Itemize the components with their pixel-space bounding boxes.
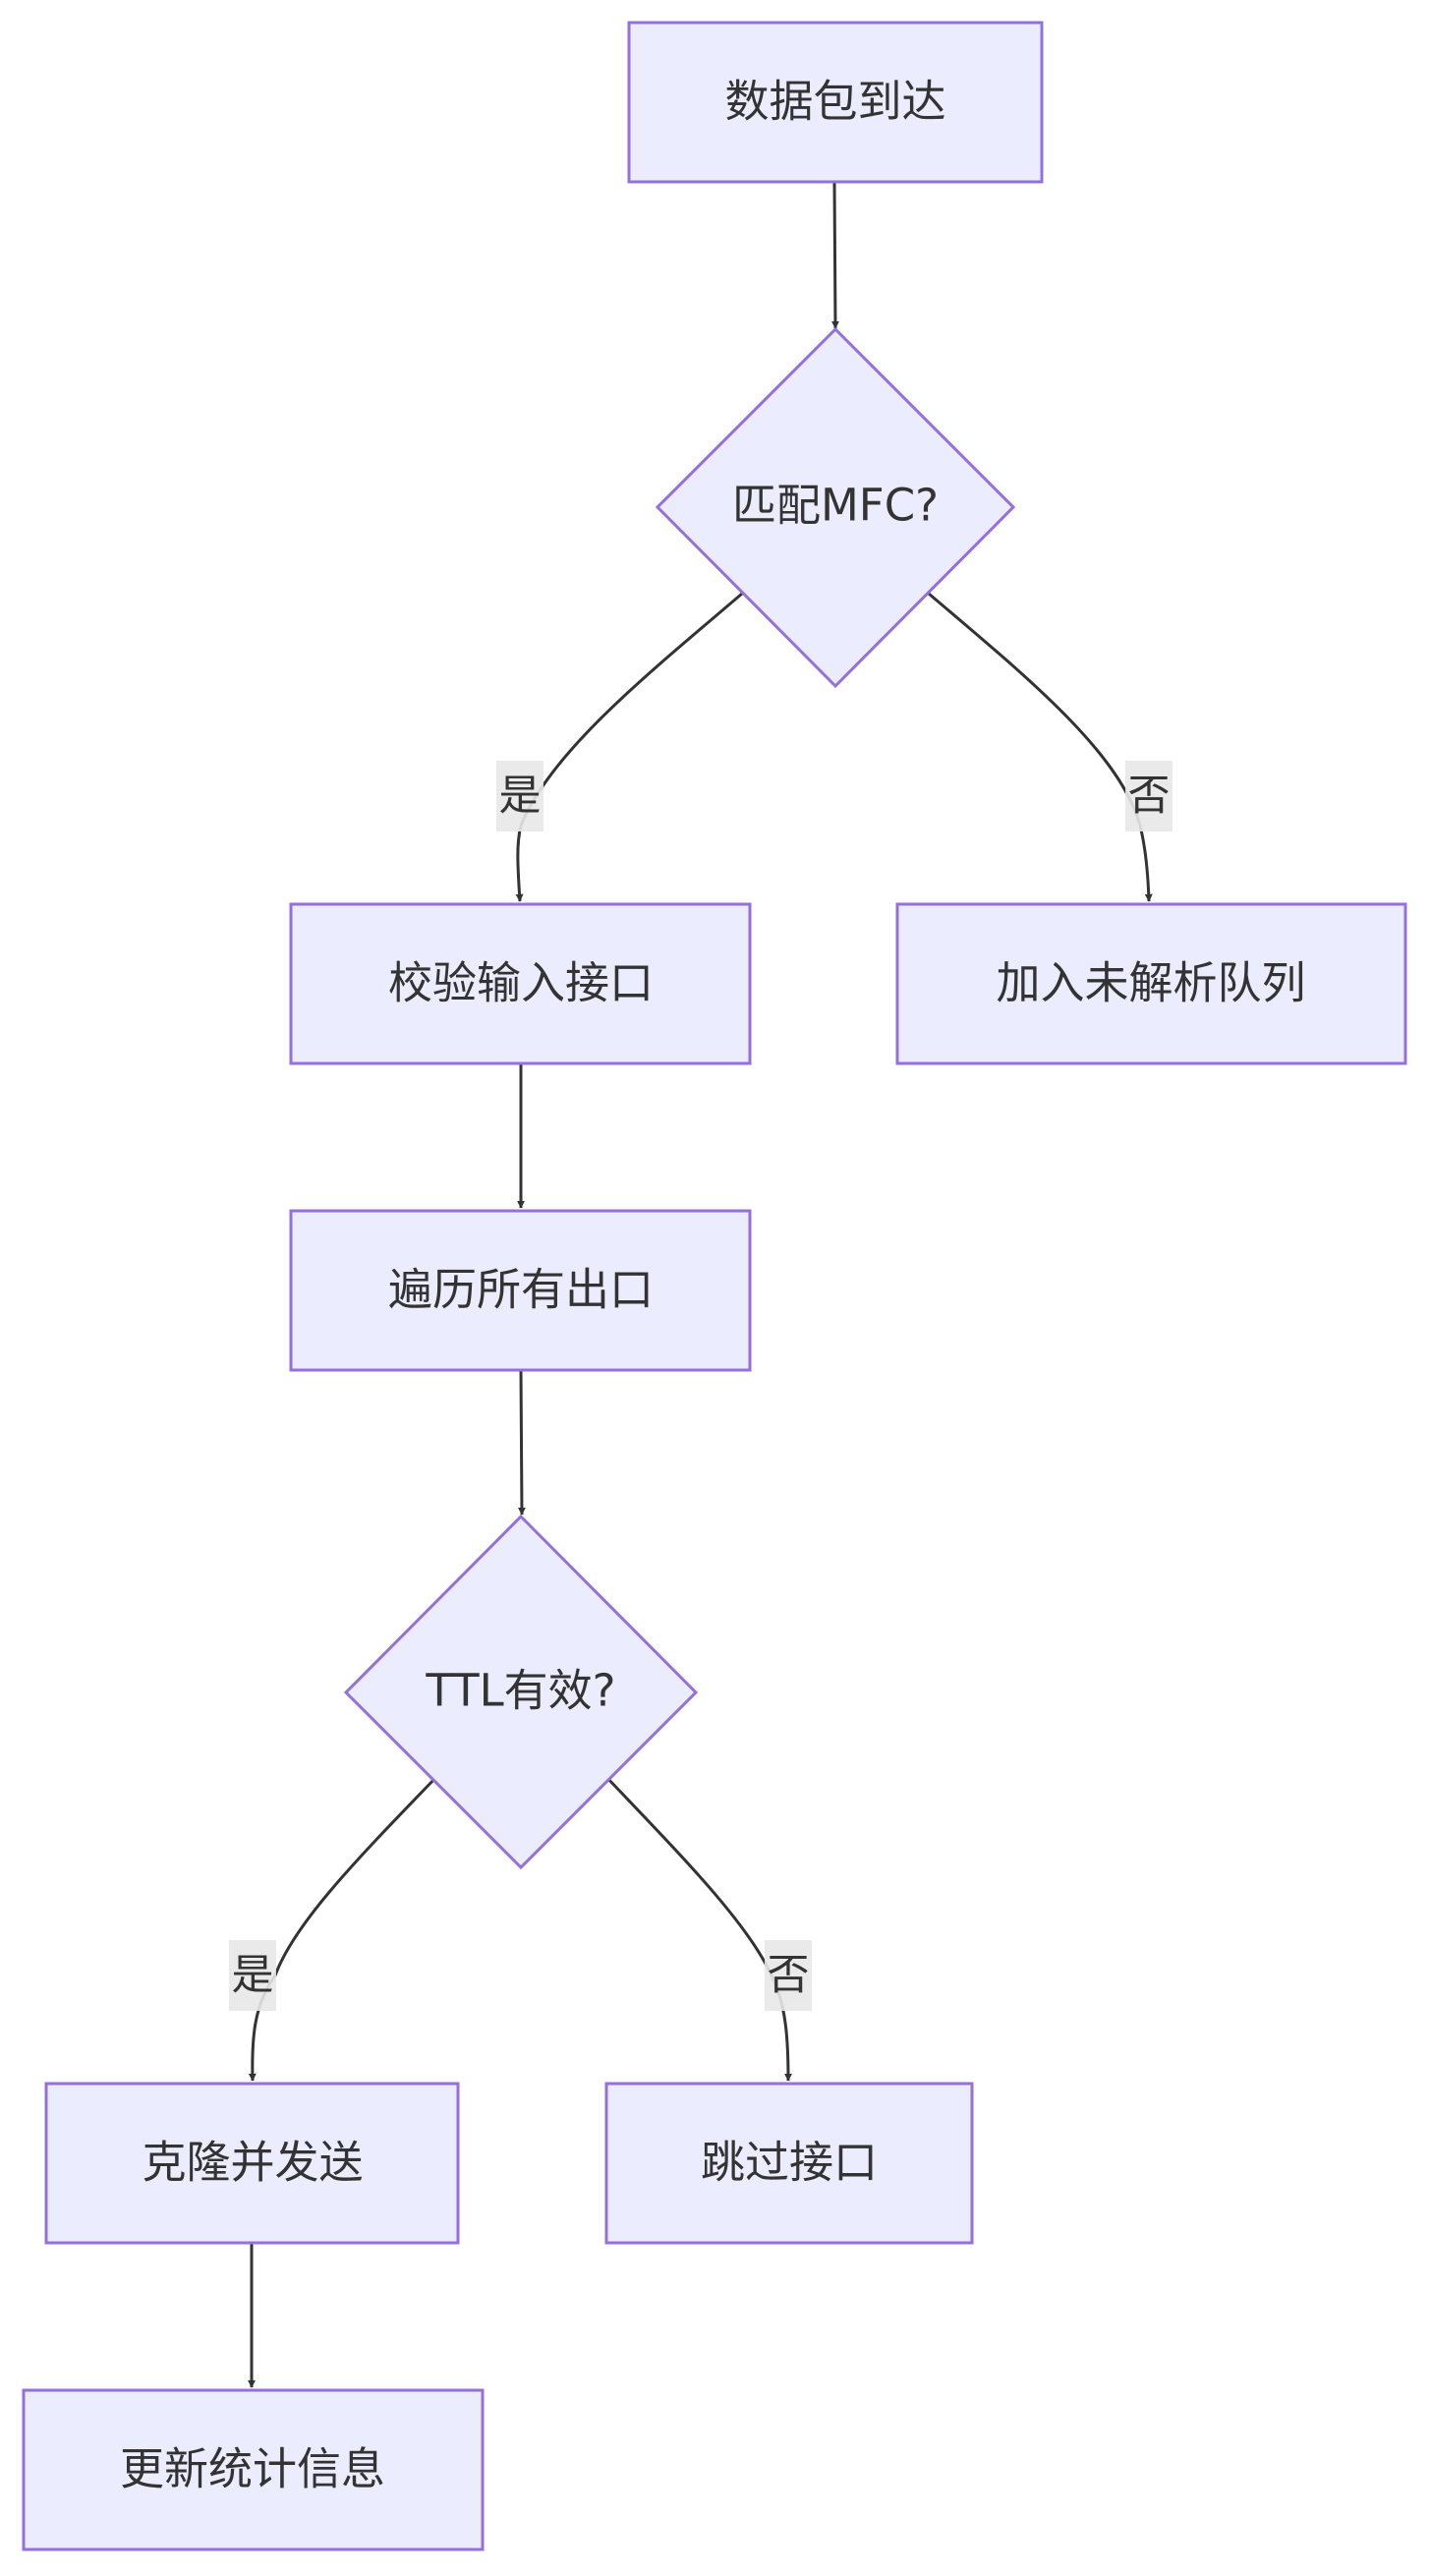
- svg-text:是: 是: [232, 1951, 274, 2000]
- edge-arrive-to-match: [830, 182, 839, 329]
- svg-text:加入未解析队列: 加入未解析队列: [996, 957, 1305, 1009]
- node-verify-input: 校验输入接口: [289, 902, 752, 1065]
- node-add-unresolved: 加入未解析队列: [895, 902, 1407, 1065]
- svg-text:数据包到达: 数据包到达: [724, 76, 945, 128]
- edge-match-to-verify: [515, 592, 743, 902]
- node-clone-send: 克隆并发送: [44, 2082, 460, 2245]
- edge-ttl-to-clone: [248, 1775, 438, 2082]
- edges: [248, 182, 1153, 2388]
- edge-label-match-yes: 是: [496, 761, 543, 831]
- edge-label-ttl-no: 否: [765, 1940, 812, 2011]
- edge-label-match-no: 否: [1125, 761, 1173, 831]
- svg-text:遍历所有出口: 遍历所有出口: [388, 1264, 654, 1316]
- svg-text:是: 是: [499, 772, 542, 821]
- svg-text:校验输入接口: 校验输入接口: [388, 957, 654, 1009]
- node-iterate-outputs: 遍历所有出口: [289, 1209, 752, 1372]
- edge-labels: 是 否 是 否: [229, 761, 1173, 2011]
- edge-ttl-to-skip: [604, 1775, 792, 2082]
- edge-iterate-to-ttl: [517, 1368, 526, 1516]
- svg-text:否: 否: [768, 1951, 810, 2000]
- node-match-mfc-decision: 匹配MFC?: [655, 326, 1016, 689]
- svg-text:匹配MFC?: 匹配MFC?: [732, 480, 939, 532]
- svg-text:否: 否: [1128, 772, 1171, 821]
- node-ttl-valid-decision: TTL有效?: [343, 1514, 699, 1870]
- svg-text:跳过接口: 跳过接口: [701, 2137, 878, 2189]
- edge-match-to-unresolved: [928, 592, 1153, 902]
- node-packet-arrives: 数据包到达: [627, 21, 1044, 184]
- nodes: 数据包到达 匹配MFC? 校验输入接口 加入未解析队列 遍历所有出口 TTL有效…: [22, 21, 1407, 2551]
- svg-text:TTL有效?: TTL有效?: [425, 1665, 615, 1717]
- edge-label-ttl-yes: 是: [229, 1940, 276, 2011]
- svg-text:更新统计信息: 更新统计信息: [120, 2443, 385, 2495]
- svg-text:克隆并发送: 克隆并发送: [142, 2137, 363, 2189]
- node-update-stats: 更新统计信息: [22, 2388, 485, 2551]
- node-skip-interface: 跳过接口: [604, 2082, 974, 2245]
